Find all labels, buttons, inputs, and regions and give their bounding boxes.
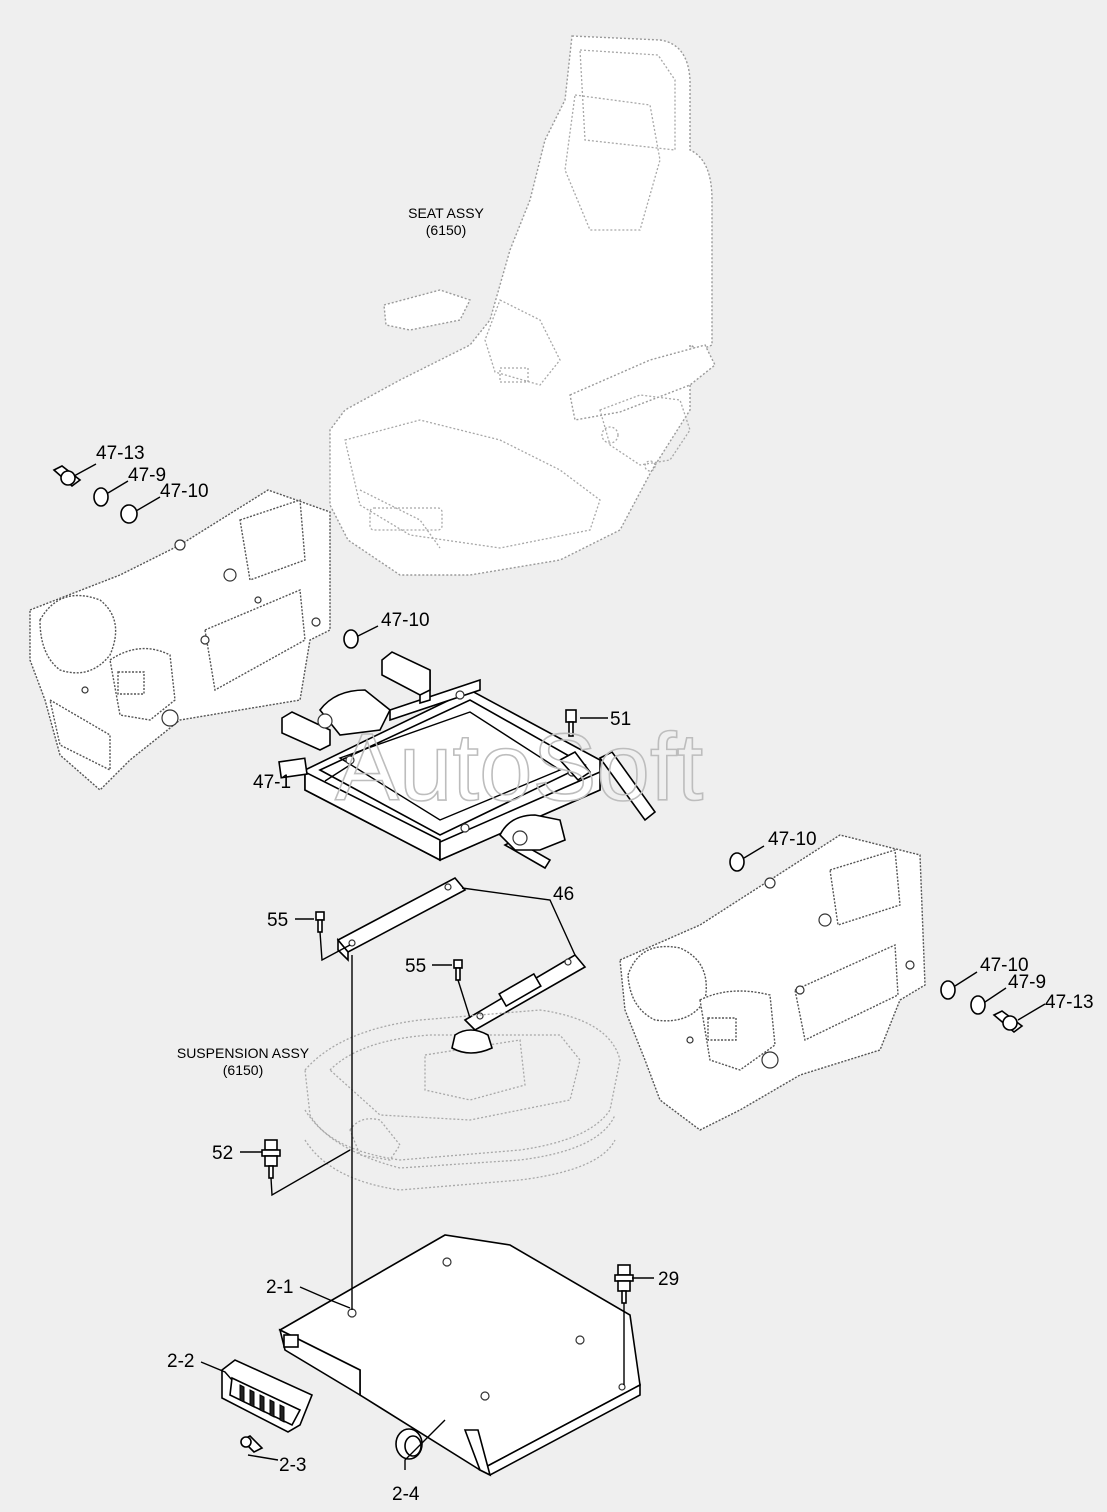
part-label-47-1: 47-1 (253, 772, 291, 793)
part-label-55-left: 55 (267, 910, 288, 931)
seat-assembly (329, 35, 716, 576)
part-label-52: 52 (212, 1143, 233, 1164)
seat-assy-code: (6150) (426, 222, 466, 238)
part-label-29: 29 (658, 1269, 679, 1290)
part-label-51: 51 (610, 709, 631, 730)
part-label-47-10-left-top: 47-10 (160, 481, 209, 502)
part-label-47-13-right: 47-13 (1045, 992, 1094, 1013)
seat-assy-label: SEAT ASSY (408, 205, 484, 221)
base-plate-2-1 (278, 1234, 641, 1477)
slide-frame-47-1 (278, 651, 657, 870)
slide-rails-46 (336, 876, 587, 1031)
part-label-2-4: 2-4 (392, 1484, 420, 1505)
right-side-plate (619, 834, 926, 1131)
part-label-47-10-left-mid: 47-10 (381, 610, 430, 631)
part-label-47-10-right: 47-10 (980, 955, 1029, 976)
part-label-47-9-left: 47-9 (128, 465, 166, 486)
part-label-47-9-right: 47-9 (1008, 972, 1046, 993)
left-side-plate (29, 489, 331, 791)
suspension-assembly (304, 1009, 621, 1191)
suspension-assy-label: SUSPENSION ASSY (177, 1045, 310, 1061)
part-label-2-3: 2-3 (279, 1455, 306, 1476)
watermark-text: AutoSoft (335, 714, 703, 821)
suspension-assy-code: (6150) (223, 1062, 263, 1078)
part-label-46: 46 (553, 884, 574, 905)
part-label-2-1: 2-1 (266, 1277, 293, 1298)
leader-lines (73, 463, 1046, 1470)
part-label-55-mid: 55 (405, 956, 426, 977)
part-label-2-2: 2-2 (167, 1351, 194, 1372)
part-label-47-13-left: 47-13 (96, 443, 145, 464)
grill-2-2 (221, 1359, 314, 1433)
part-label-47-10-right-mid: 47-10 (768, 829, 817, 850)
